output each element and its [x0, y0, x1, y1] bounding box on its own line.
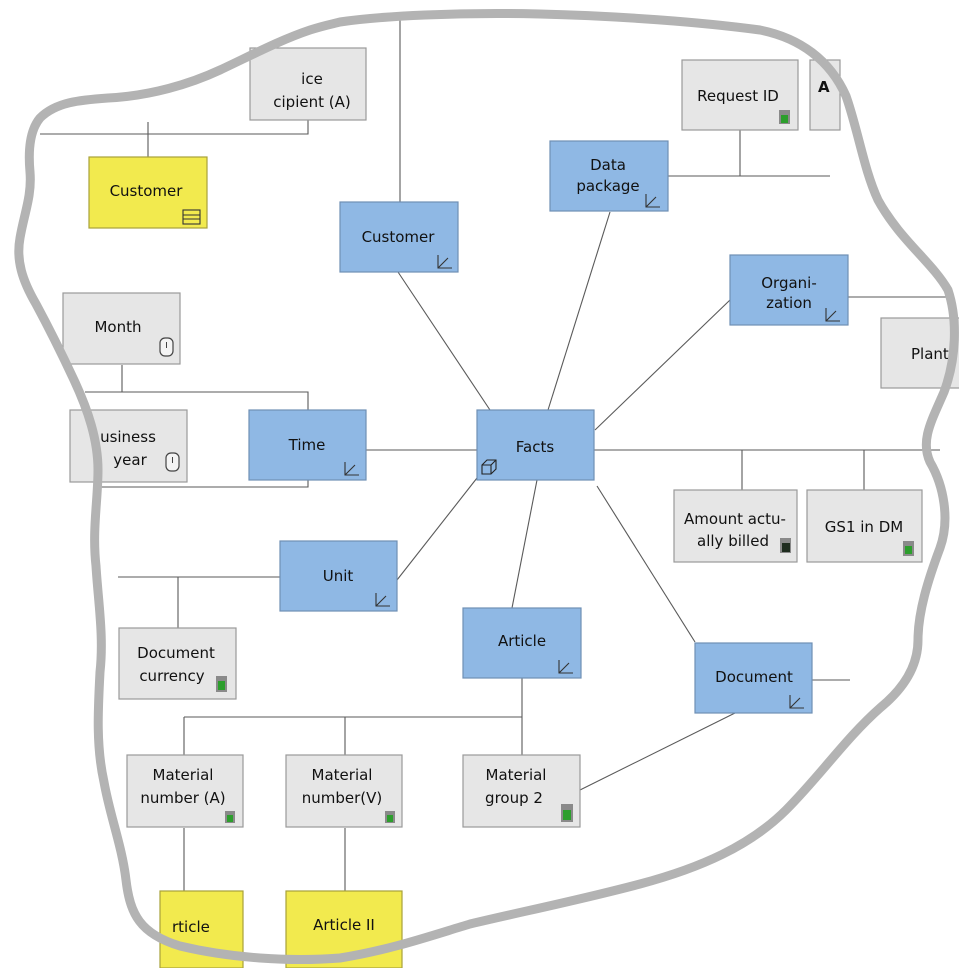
node-request-id-label: Request ID	[697, 87, 779, 105]
cube-icon	[481, 459, 497, 475]
node-business-year-label-1: usiness	[100, 428, 156, 446]
clock-icon	[159, 337, 174, 357]
connector-plant	[848, 296, 951, 318]
node-organization[interactable]: Organi- zation	[729, 254, 849, 326]
node-customer-dimension-label: Customer	[362, 228, 436, 246]
node-document-currency-label-1: Document	[137, 644, 215, 662]
highlight-outline	[14, 8, 959, 964]
node-month[interactable]: Month	[62, 292, 181, 365]
node-material-number-a[interactable]: Material number (A)	[126, 754, 244, 828]
connector-facts-customer	[397, 271, 491, 411]
key-figure-icon	[780, 538, 791, 553]
node-service-recipient[interactable]: ice cipient (A)	[249, 47, 367, 121]
node-unit[interactable]: Unit	[279, 540, 398, 612]
axis-icon	[344, 462, 359, 476]
connector-time-top	[85, 391, 309, 410]
connector-facts-unit	[396, 477, 478, 581]
node-article-ii-label: Article II	[313, 916, 375, 934]
node-amount-billed-label-1: Amount actu-	[684, 510, 786, 528]
node-time[interactable]: Time	[248, 409, 367, 481]
key-figure-icon	[779, 110, 790, 124]
key-figure-icon	[216, 676, 227, 692]
node-document-dimension-label: Document	[715, 668, 793, 686]
node-material-number-a-label-2: number (A)	[140, 789, 225, 807]
node-gs1-in-dm-label: GS1 in DM	[825, 518, 903, 536]
node-article-dimension-label: Article	[498, 632, 546, 650]
key-figure-icon	[225, 811, 235, 823]
node-customer-characteristic-label: Customer	[110, 182, 184, 200]
connector-facts-document	[596, 485, 696, 643]
connector-facts-organization	[594, 299, 731, 431]
key-figure-icon	[903, 541, 914, 556]
node-customer-dimension[interactable]: Customer	[339, 201, 459, 273]
connector-material-group-document	[579, 712, 736, 791]
node-service-recipient-label-2: cipient (A)	[273, 93, 350, 111]
node-material-group-2-label-1: Material	[486, 766, 547, 784]
axis-icon	[645, 194, 660, 208]
table-icon	[182, 209, 201, 225]
node-cut-a-label: A	[818, 78, 830, 96]
connector-time-bottom	[100, 480, 309, 488]
connector-facts-data-package	[547, 211, 611, 411]
node-amount-billed[interactable]: Amount actu- ally billed	[673, 489, 798, 563]
clock-icon	[165, 452, 180, 472]
connector-facts-article	[511, 479, 538, 609]
node-request-id[interactable]: Request ID	[681, 59, 799, 131]
node-service-recipient-label-1: ice	[301, 70, 323, 88]
node-organization-label-2: zation	[766, 294, 812, 312]
connector-service-recipient	[40, 120, 309, 135]
node-material-group-2-label-2: group 2	[485, 789, 543, 807]
node-data-package-label-2: package	[576, 177, 639, 195]
axis-icon	[825, 308, 840, 322]
node-plant-label: Plant	[911, 345, 949, 363]
node-material-number-v-label-1: Material	[312, 766, 373, 784]
connectors	[40, 18, 951, 892]
node-data-package[interactable]: Data package	[549, 140, 669, 212]
node-document-currency[interactable]: Document currency	[118, 627, 237, 700]
node-facts[interactable]: Facts	[476, 409, 595, 481]
key-figure-icon	[561, 804, 573, 822]
node-business-year-label-2: year	[113, 451, 147, 469]
node-article-characteristic-label: rticle	[172, 918, 210, 936]
key-figure-icon	[385, 811, 395, 823]
axis-icon	[437, 255, 452, 269]
axis-icon	[375, 593, 390, 607]
axis-icon	[789, 695, 804, 709]
node-gs1-in-dm[interactable]: GS1 in DM	[806, 489, 923, 563]
node-material-number-v[interactable]: Material number(V)	[285, 754, 403, 828]
node-document-dimension[interactable]: Document	[694, 642, 813, 714]
node-document-currency-label-2: currency	[139, 667, 204, 685]
node-time-label: Time	[288, 436, 326, 454]
node-facts-label: Facts	[516, 438, 555, 456]
node-data-package-label-1: Data	[590, 156, 626, 174]
node-material-number-v-label-2: number(V)	[302, 789, 383, 807]
node-customer-characteristic[interactable]: Customer	[88, 156, 208, 229]
node-material-number-a-label-1: Material	[153, 766, 214, 784]
node-article-dimension[interactable]: Article	[462, 607, 582, 679]
node-amount-billed-label-2: ally billed	[697, 532, 769, 550]
node-material-group-2[interactable]: Material group 2	[462, 754, 581, 828]
node-unit-label: Unit	[323, 567, 354, 585]
axis-icon	[558, 660, 573, 674]
node-month-label: Month	[94, 318, 141, 336]
node-business-year[interactable]: usiness year	[69, 409, 188, 483]
node-organization-label-1: Organi-	[761, 274, 817, 292]
